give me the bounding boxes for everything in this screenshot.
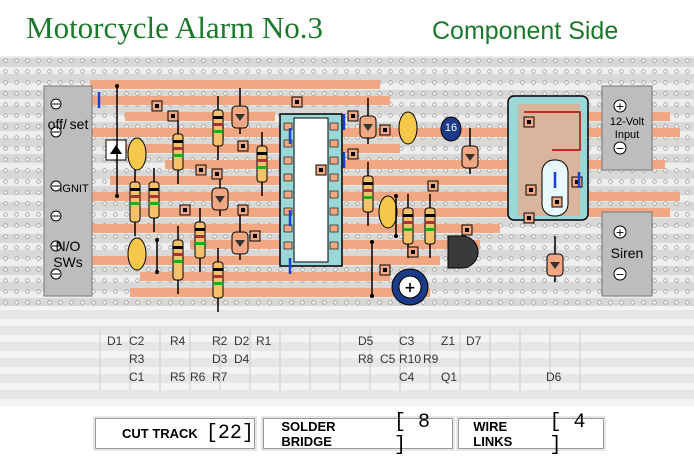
cut-track-markers <box>151 96 583 276</box>
legend-solder-bridge-label: SOLDER BRIDGE <box>281 418 336 449</box>
cap-value-label: 16 <box>444 122 458 134</box>
svg-text:−: − <box>615 142 624 155</box>
terminal-off-set-label: off/ set <box>47 116 89 132</box>
resistors <box>129 96 436 312</box>
ic-label-cap <box>440 116 462 142</box>
resistor <box>148 181 160 219</box>
legend-cut-track-label: CUT TRACK <box>122 426 198 441</box>
component-ref-label: C1 <box>129 370 145 384</box>
page-subtitle: Component Side <box>432 17 619 45</box>
ic-pin <box>283 139 293 148</box>
ic-pin <box>329 139 339 148</box>
terminal-no-label: N/O <box>55 238 81 254</box>
ic-pin <box>329 156 339 165</box>
svg-text:−: − <box>615 268 624 281</box>
ic-pin <box>329 190 339 199</box>
capacitors <box>127 111 418 271</box>
legend-cut-track-count: [22] <box>205 422 254 445</box>
ic-pin <box>283 207 293 216</box>
component-ref-label: R9 <box>423 352 439 366</box>
terminal-siren-label: Siren <box>610 245 644 261</box>
component-ref-label: D1 <box>107 334 123 348</box>
right-terminal-input: + − <box>601 85 653 171</box>
ic-pin <box>329 207 339 216</box>
component-ref-label: D2 <box>234 334 250 348</box>
terminal-sws-label: SWs <box>53 254 83 270</box>
resistor <box>256 145 268 183</box>
component-ref-label: C3 <box>399 334 415 348</box>
resistor <box>362 175 374 213</box>
component-ref-label: R3 <box>129 352 145 366</box>
component-ref-label: D7 <box>466 334 482 348</box>
capacitor <box>127 237 147 271</box>
component-ref-label: R2 <box>212 334 228 348</box>
capacitor <box>127 137 147 171</box>
ic-pin <box>329 224 339 233</box>
ic-pin <box>283 156 293 165</box>
solder-bridges <box>97 92 581 274</box>
component-ref-label: D4 <box>234 352 250 366</box>
component-ref-label: D3 <box>212 352 228 366</box>
component-ref-label: R4 <box>170 334 186 348</box>
component-ref-label: R10 <box>399 352 422 366</box>
legend-cut-track: CUT TRACK [22] <box>95 418 255 449</box>
component-ref-label: Q1 <box>441 370 458 384</box>
ic-pin <box>283 173 293 182</box>
terminal-ignit-label: IGNIT <box>59 183 89 195</box>
legend-solder-bridge-count: [ 8 ] <box>394 410 431 457</box>
capacitor <box>398 111 418 145</box>
resistor <box>172 133 184 171</box>
lower-board <box>0 306 694 406</box>
legend-solder-bridge: SOLDER BRIDGE [ 8 ] <box>263 411 453 457</box>
right-terminal-siren: + − <box>601 211 653 297</box>
component-ref-label: D6 <box>546 370 562 384</box>
page-title: Motorcycle Alarm No.3 <box>26 10 324 45</box>
capacitor <box>378 195 398 229</box>
component-ref-label: D5 <box>358 334 374 348</box>
electrolytic-capacitor: + <box>391 268 429 306</box>
ic-pin <box>329 122 339 131</box>
component-ref-label: R6 <box>190 370 206 384</box>
resistor <box>194 221 206 259</box>
left-terminal-block <box>43 85 93 297</box>
svg-text:+: + <box>615 226 624 239</box>
component-ref-label: C4 <box>399 370 415 384</box>
relay <box>507 95 589 221</box>
terminal-input-label-2: Input <box>614 129 640 141</box>
resistor <box>424 207 436 245</box>
ic-pin <box>283 190 293 199</box>
ic-pin <box>283 122 293 131</box>
legend-wire-links: WIRE LINKS [ 4 ] <box>458 411 604 457</box>
component-ref-label: Z1 <box>441 334 456 348</box>
component-ref-label: C2 <box>129 334 145 348</box>
svg-text:+: + <box>615 100 624 113</box>
ic-pin <box>283 241 293 250</box>
legend-wire-links-count: [ 4 ] <box>549 410 586 457</box>
wire-links <box>115 84 398 298</box>
component-ref-label: R7 <box>212 370 228 384</box>
ic-pin <box>329 241 339 250</box>
resistor <box>402 207 414 245</box>
diodes <box>105 88 564 282</box>
legend-wire-links-label: WIRE LINKS <box>473 418 513 449</box>
ic-pin <box>329 173 339 182</box>
svg-text:+: + <box>404 280 416 296</box>
component-ref-label: R5 <box>170 370 186 384</box>
transistor <box>447 235 479 269</box>
component-ref-label: R8 <box>358 352 374 366</box>
terminal-input-label-1: 12-Volt <box>609 116 645 128</box>
resistor <box>212 261 224 299</box>
component-ref-label: R1 <box>256 334 272 348</box>
ic-pin <box>283 224 293 233</box>
component-ref-label: C5 <box>380 352 396 366</box>
resistor <box>212 109 224 147</box>
